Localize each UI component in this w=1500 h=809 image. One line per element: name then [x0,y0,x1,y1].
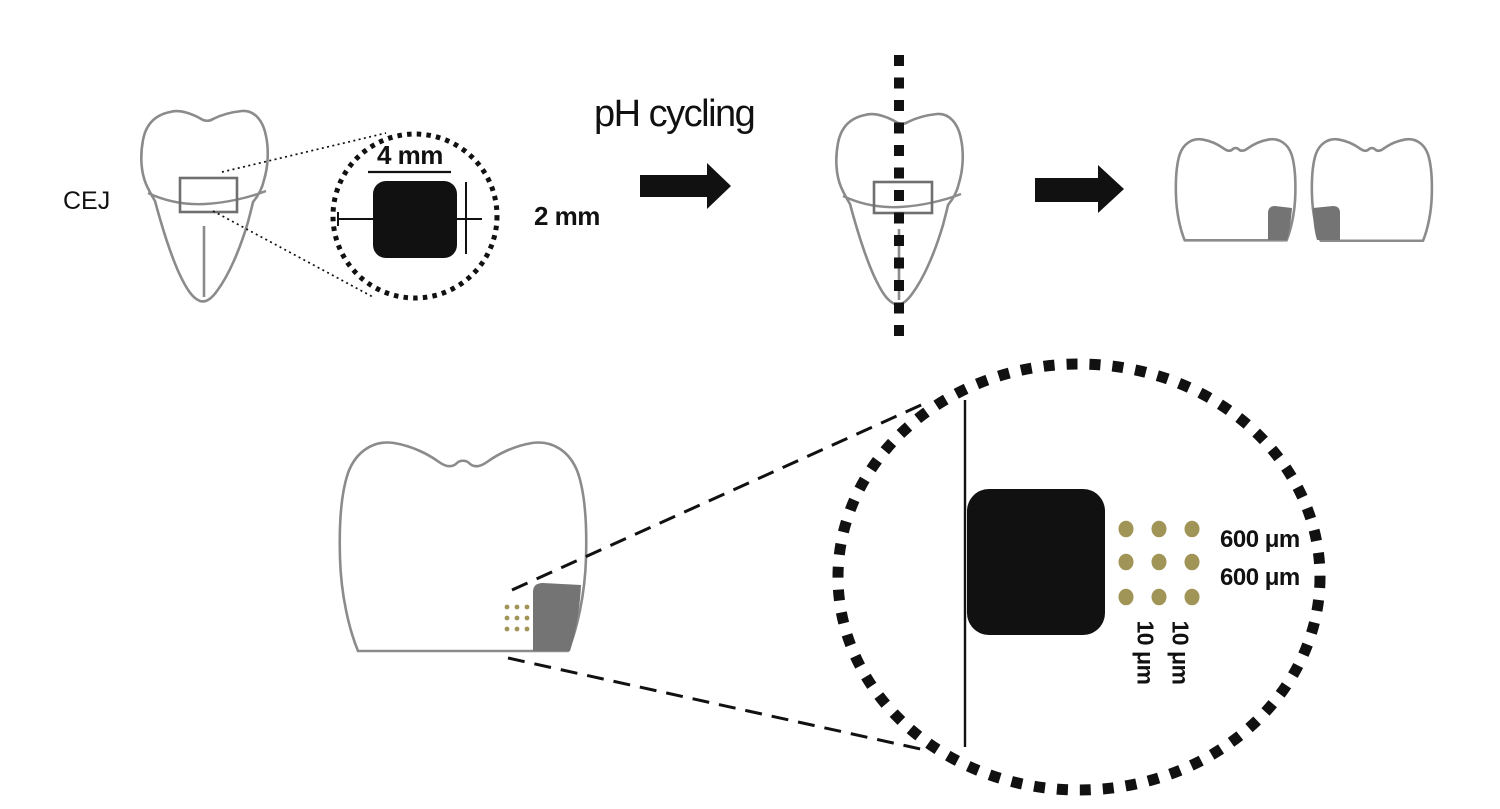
specimen-window-rect [178,176,239,214]
row-spacing-label-2: 600 μm [1220,564,1300,591]
indentation-grid-dots [1118,520,1200,606]
sectioned-tooth-icon [835,112,965,306]
magnifier-connector-bottom [212,210,374,298]
arrow-right-icon [1035,165,1124,213]
zoom-cone-line-bottom [507,656,926,752]
whole-tooth-icon [140,109,270,303]
width-dimension-label: 4 mm [377,140,443,170]
arrow-right-icon [640,163,731,209]
indentation-dots-small [504,604,530,632]
magnifier-connector-top [221,132,387,173]
col-spacing-label-1: 10 μm [1132,620,1159,685]
cej-label: CEJ [63,187,111,215]
row-spacing-label-1: 600 μm [1220,526,1300,553]
height-dimension-label: 2 mm [534,201,600,231]
exposed-dentin-area-right-half [1313,206,1340,240]
enamel-block-magnified [967,489,1105,635]
exposed-dentin-area [533,583,581,651]
zoom-cone-line-top [511,399,931,592]
ph-cycling-label: pH cycling [594,93,756,135]
exposed-dentin-area-left-half [1268,206,1292,240]
col-spacing-label-2: 10 μm [1167,620,1194,685]
